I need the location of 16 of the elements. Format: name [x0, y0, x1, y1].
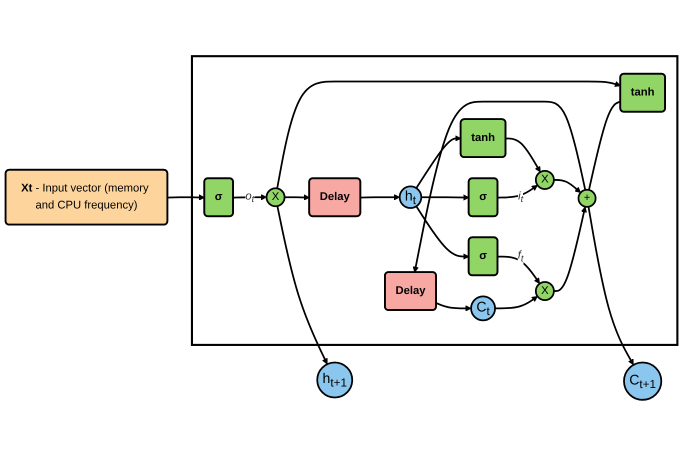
operator-circle: X — [534, 170, 555, 190]
gate-box: tanh — [619, 72, 666, 113]
delay-box: Delay — [384, 271, 437, 311]
gate-box: σ — [203, 177, 234, 218]
state-circle: C$_{t}$ — [470, 295, 496, 322]
edge-label: f$_{t}$ — [518, 247, 524, 266]
gate-box: σ — [468, 177, 498, 218]
delay-box: Delay — [308, 177, 362, 218]
operator-circle: X — [266, 187, 286, 208]
operator-circle: + — [578, 188, 596, 208]
gate-box: σ — [468, 236, 498, 276]
operator-circle: X — [534, 281, 555, 301]
state-circle: h$_{t+1}$ — [316, 362, 354, 398]
input-box: Xt - Input vector (memory and CPU frequency) — [4, 168, 168, 226]
state-circle: C$_{t+1}$ — [623, 362, 662, 401]
gate-box: tanh — [460, 118, 506, 158]
